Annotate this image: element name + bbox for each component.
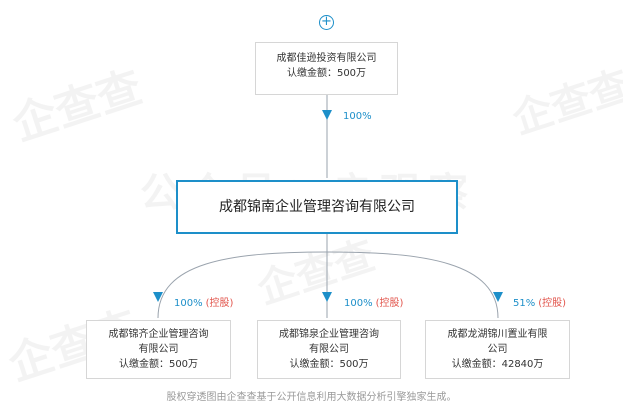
shareholder-percent: 100% — [343, 111, 372, 122]
arrow-top — [322, 110, 332, 120]
subsidiary-name-line1: 成都龙湖锦川置业有限 — [447, 329, 548, 340]
control-tag: (控股) — [205, 298, 234, 309]
shareholder-amount: 认缴金额：500万 — [286, 68, 367, 79]
subsidiary-amount: 认缴金额：500万 — [289, 359, 369, 370]
percent-value: 100% — [174, 298, 203, 309]
center-company-name: 成都锦南企业管理咨询有限公司 — [219, 199, 415, 215]
percent-value: 51% — [513, 298, 536, 309]
arrow-sub-1 — [322, 292, 332, 302]
control-tag: (控股) — [375, 298, 404, 309]
shareholder-node[interactable]: 成都佳逊投资有限公司 认缴金额：500万 — [255, 42, 398, 95]
subsidiary-node[interactable]: 成都锦泉企业管理咨询 有限公司 认缴金额：500万 — [257, 320, 401, 379]
percent-value: 100% — [344, 298, 373, 309]
subsidiary-name-line2: 有限公司 — [138, 344, 179, 355]
subsidiary-name-line1: 成都锦泉企业管理咨询 — [279, 329, 379, 340]
arrow-sub-2 — [493, 292, 503, 302]
subsidiary-percent: 51%(控股) — [513, 294, 566, 309]
subsidiary-percent: 100%(控股) — [174, 294, 233, 309]
subsidiary-amount: 认缴金额：500万 — [118, 359, 199, 370]
subsidiary-node[interactable]: 成都龙湖锦川置业有限 公司 认缴金额：42840万 — [425, 320, 570, 379]
shareholder-name: 成都佳逊投资有限公司 — [276, 53, 377, 64]
connector-left — [157, 251, 328, 319]
subsidiary-name-line2: 公司 — [487, 344, 508, 355]
control-tag: (控股) — [538, 298, 567, 309]
center-company-node[interactable]: 成都锦南企业管理咨询有限公司 — [176, 180, 458, 234]
footer-note: 股权穿透图由企查查基于公开信息利用大数据分析引擎独家生成。 — [166, 392, 457, 403]
expand-plus-icon[interactable]: + — [319, 15, 334, 30]
subsidiary-name-line1: 成都锦齐企业管理咨询 — [108, 329, 209, 340]
subsidiary-percent: 100%(控股) — [344, 294, 403, 309]
arrow-sub-0 — [153, 292, 163, 302]
connector-right — [326, 251, 499, 319]
subsidiary-node[interactable]: 成都锦齐企业管理咨询 有限公司 认缴金额：500万 — [86, 320, 231, 379]
subsidiary-amount: 认缴金额：42840万 — [451, 359, 544, 370]
subsidiary-name-line2: 有限公司 — [309, 344, 349, 355]
